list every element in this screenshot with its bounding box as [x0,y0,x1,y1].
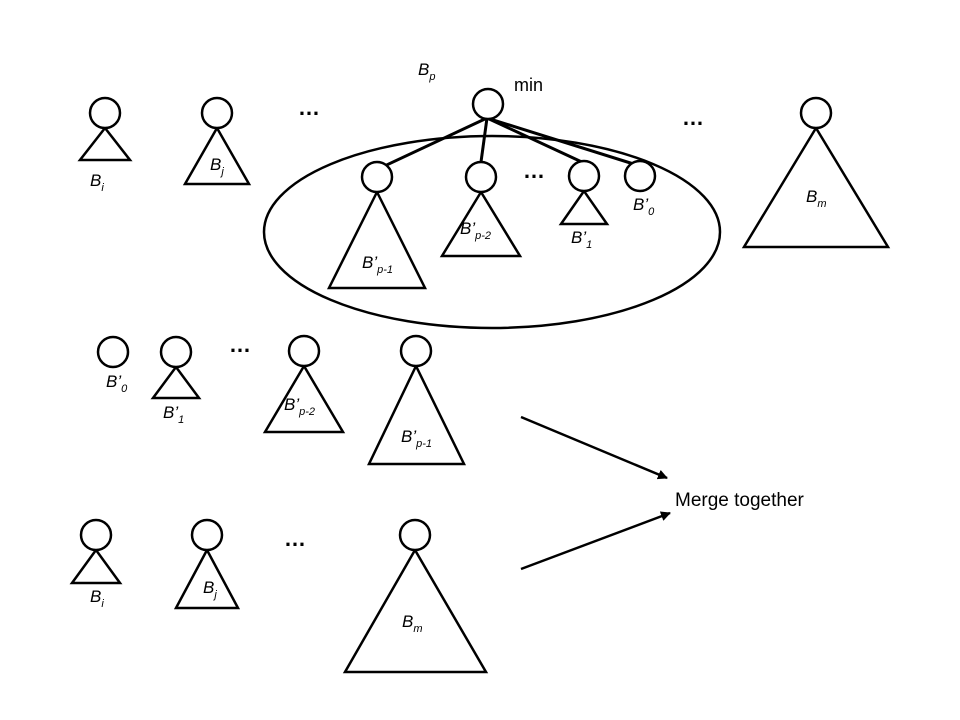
tree-bj-row1: Bj [182,96,252,186]
min-label: min [514,75,543,95]
merge-arrow-lower [520,511,671,571]
tree-node [200,96,234,130]
tree-label: Bm [402,612,423,635]
tree-bi-row1: Bi [77,96,133,194]
row-1-heap: Bi Bj … Bp min B’p-1 B’p- [77,60,891,330]
ellipsis-row1-right: … [682,105,704,130]
tree-label: B’1 [163,403,184,426]
merge-together-label: Merge together [675,490,805,511]
children-ellipse [262,134,722,330]
tree-bj-row3: Bj [173,518,241,610]
child-bpp2: B’p-2 [439,160,523,258]
tree-label: Bi [90,587,104,610]
tree-bi-row3: Bi [69,518,123,610]
merge-arrow-upper [520,415,668,480]
tree-triangle [77,125,133,162]
child-bp1: B’1 [558,159,610,251]
tree-triangle [367,363,467,466]
tree-triangle [182,125,252,186]
edge-to-bpp2 [479,117,489,163]
tree-triangle [741,125,891,249]
tree-label: B’p-1 [362,253,393,276]
edge-to-bp0 [486,116,641,168]
tree-label: B’p-1 [401,427,432,450]
tree-label: B’0 [106,372,128,395]
ellipsis-row3: … [284,526,306,551]
tree-bpp2-row2: B’p-2 [262,334,346,434]
tree-node [96,335,130,369]
tree-node [399,334,433,368]
edge-to-bp1 [486,116,585,165]
tree-triangle [262,363,346,434]
tree-triangle [173,547,241,610]
tree-node [159,335,193,369]
tree-node [799,96,833,130]
tree-triangle [150,364,202,400]
tree-triangle [558,188,610,226]
tree-bpp1-row2: B’p-1 [367,334,467,466]
tree-triangle [69,547,123,585]
tree-triangle [326,189,428,290]
tree-node [623,159,657,193]
tree-label: B’p-2 [460,219,491,242]
tree-node [464,160,498,194]
tree-bp1-row2: B’1 [150,335,202,426]
root-label: Bp [418,60,435,83]
tree-label: B’0 [633,195,655,218]
row-3-heap: Bi Bj … Bm [69,518,489,674]
tree-triangle [342,547,489,674]
edge-to-bpp1 [377,116,488,171]
tree-bp0-row2: B’0 [96,335,130,395]
tree-label: B’p-2 [284,395,315,418]
tree-node [79,518,113,552]
tree-label: Bj [203,578,217,601]
tree-triangle [439,189,523,258]
tree-label: Bm [806,187,827,210]
tree-label: Bi [90,171,104,194]
tree-node [88,96,122,130]
child-bpp1: B’p-1 [326,160,428,290]
tree-label: B’1 [571,228,592,251]
tree-node [360,160,394,194]
tree-node [190,518,224,552]
ellipsis-row2: … [229,332,251,357]
tree-node [398,518,432,552]
ellipsis-row1-left: … [298,95,320,120]
tree-bm-row1: Bm [741,96,891,249]
tree-node [567,159,601,193]
tree-bm-row3: Bm [342,518,489,674]
tree-node [287,334,321,368]
row-2-children: B’0 B’1 … B’p-2 B’p-1 [96,332,467,466]
root-min-node [471,87,505,121]
tree-label: Bj [210,155,224,178]
ellipsis-children: … [523,158,545,183]
child-bp0: B’0 [623,159,657,218]
